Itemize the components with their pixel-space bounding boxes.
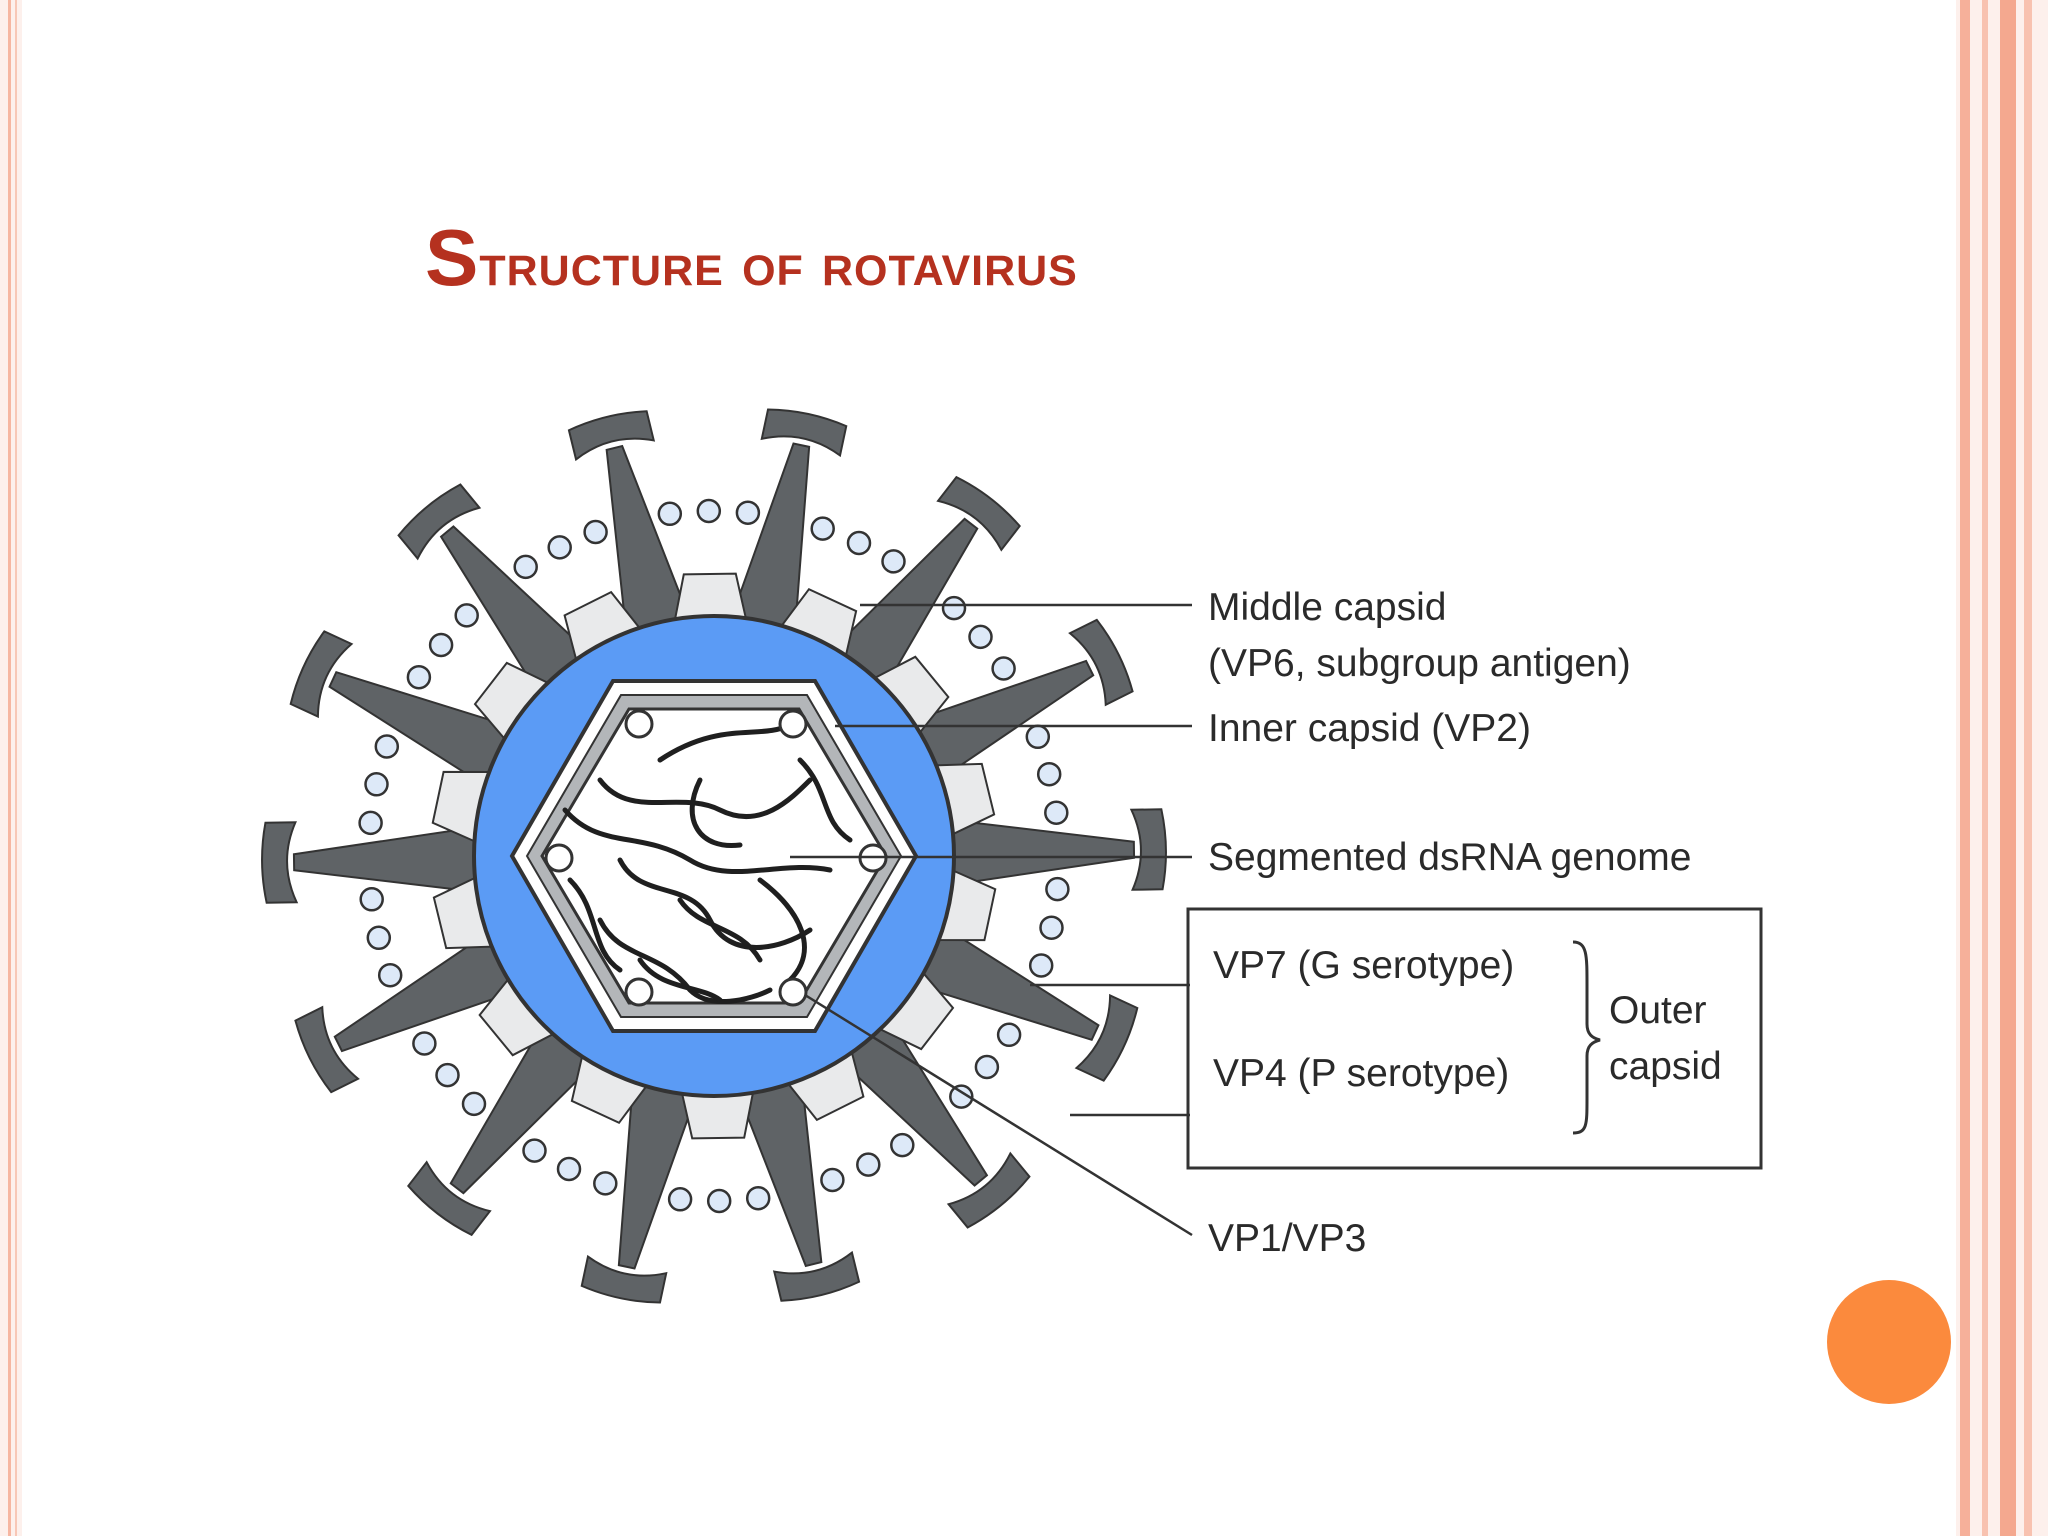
vp4-beads [358,498,1070,1214]
vp4-spike [937,808,1167,891]
title-rest: tructure of rotavirus [479,230,1078,299]
vp7-bead [881,549,906,574]
vp7-bead [820,1167,845,1193]
vp7-bead [890,1132,915,1158]
vp7-bead [1044,800,1069,825]
vp7-bead [846,530,872,556]
vp1-vp3-circles [544,709,888,1007]
left-border-line [8,0,11,1536]
vp7-bead [1025,724,1051,750]
vp7-bead [941,595,967,621]
vp7-bead [583,519,608,545]
vp7-bead [358,810,383,836]
vp7-bead [696,498,722,524]
vp4-spike [289,630,526,794]
vp7-bead [359,887,384,912]
vp7-bead [461,1091,487,1117]
vp4-spike [407,1011,605,1237]
label-vp7: VP7 (G serotype) [1213,944,1514,987]
vp7-bead [377,962,403,988]
vp7-bead [454,603,479,628]
label-vp4: VP4 (P serotype) [1213,1052,1509,1095]
vp7-bead [374,734,400,759]
vp7-bead [810,516,835,541]
vp4-spike [580,1067,702,1304]
vp7-bead [974,1054,1000,1080]
label-middle-capsid: Middle capsid [1208,586,1446,629]
vp7-bead [412,1031,437,1056]
slide-background [22,0,1956,1536]
vp7-bead [406,664,432,690]
vp7-bead [522,1138,547,1163]
slide-title: Structure of rotavirus [425,212,1625,304]
vp4-spike [261,821,491,904]
vp4-spike [726,408,848,645]
accent-dot [1827,1280,1951,1404]
vp4-spike [294,924,530,1094]
vp7-bead [996,1022,1022,1048]
vp7-bead [949,1084,974,1109]
vp7-bead [366,925,392,951]
vp4-spike [902,918,1139,1082]
label-capsid: capsid [1609,1045,1722,1088]
label-outer: Outer [1609,989,1707,1032]
vp7-bead [435,1062,460,1088]
vp7-bead [513,554,538,580]
vp7-bead [657,501,683,527]
vp7-bead [364,772,389,797]
vp7-bead [428,632,454,658]
vp4-spike [732,1065,861,1302]
right-border-stripe-4 [2024,0,2032,1536]
vp7-bead [991,656,1016,681]
vp7-bead [593,1171,618,1196]
dsrna-genome-strands [562,722,853,1005]
vp4-spike [829,1006,1031,1229]
inner-capsid-hexagon [509,679,919,1033]
vp7-bead [706,1188,732,1214]
vp7-bead [968,624,993,650]
label-genome: Segmented dsRNA genome [1208,836,1691,879]
left-border-line-inner [15,0,17,1536]
vp7-bead [745,1185,771,1211]
label-middle-capsid-detail: (VP6, subgroup antigen) [1208,642,1631,685]
right-border-stripe [1960,0,1970,1536]
outer-capsid-brace [1572,940,1601,1135]
vp7-bead [1039,915,1064,940]
vp7-bead [1045,876,1070,902]
vp7-bead [1028,953,1054,978]
vp7-bead [735,500,761,525]
leader-lines [790,603,1193,1237]
vp7-bead [856,1152,881,1177]
vp7-bead [547,535,572,560]
label-inner-capsid: Inner capsid (VP2) [1208,707,1531,750]
vp7-bead [667,1187,693,1212]
outer-capsid-box [1186,907,1763,1170]
title-initial: S [425,213,480,302]
right-border-stripe-3 [2000,0,2016,1536]
vp7-bead [1036,761,1062,787]
right-border-stripe-2 [1982,0,1988,1536]
label-vp1-vp3: VP1/VP3 [1208,1217,1366,1260]
vp4-spike [567,410,696,647]
vp7-bead [556,1156,582,1182]
